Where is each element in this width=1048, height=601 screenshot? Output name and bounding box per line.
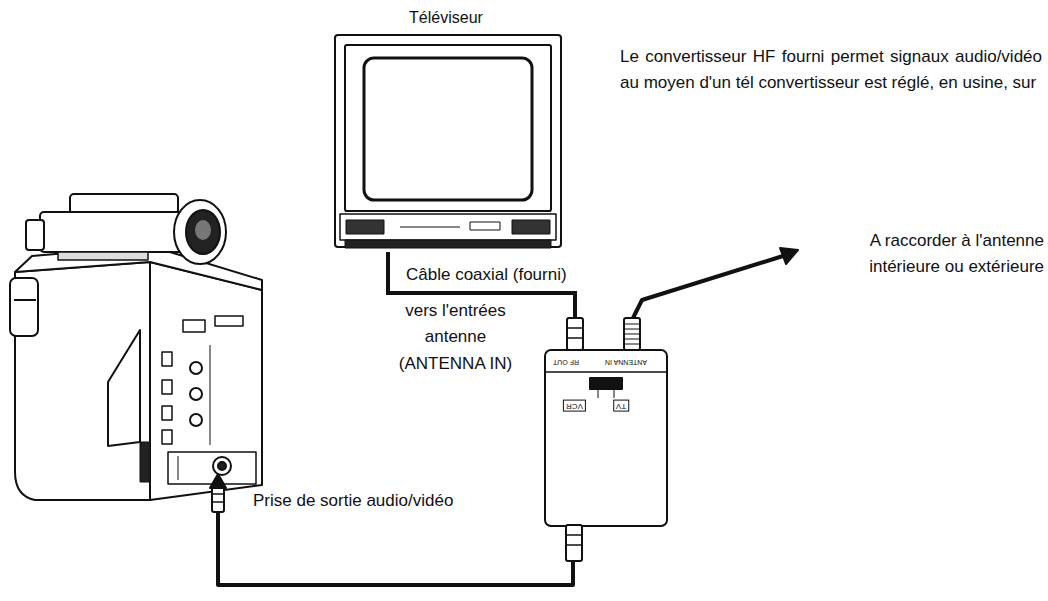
antenna-lead	[632, 256, 783, 320]
description-text: Le convertisseur HF fourni permet signau…	[620, 44, 1042, 97]
rf-out-plug	[567, 318, 583, 350]
cable-label: Câble coaxial (fourni)	[404, 262, 569, 288]
node-heading: Téléviseur	[409, 8, 483, 27]
antenna-in-plug	[624, 318, 640, 350]
switch-label: TV	[613, 400, 629, 412]
av-cable	[218, 512, 573, 585]
jack-label: RF OUT	[553, 358, 579, 366]
switch-label: VCR	[563, 400, 586, 412]
jack-label: Prise de sortie audio/vidéo	[253, 488, 513, 514]
camcorder	[10, 194, 262, 500]
antenna-arrow	[780, 248, 798, 264]
television: Téléviseur	[330, 6, 562, 252]
jack-label: ANTENNA IN	[605, 358, 647, 366]
av-plug	[212, 486, 224, 512]
insert-arrow	[210, 474, 226, 488]
television	[335, 35, 561, 248]
rf-converter-body	[545, 350, 667, 561]
antenna-note: A raccorder à l'antenne intérieure ou ex…	[800, 228, 1044, 281]
connection-note: vers l'entrées antenne (ANTENNA IN)	[388, 298, 523, 377]
rf-converter: RF OUT ANTENNA IN VCR TV	[545, 350, 667, 526]
